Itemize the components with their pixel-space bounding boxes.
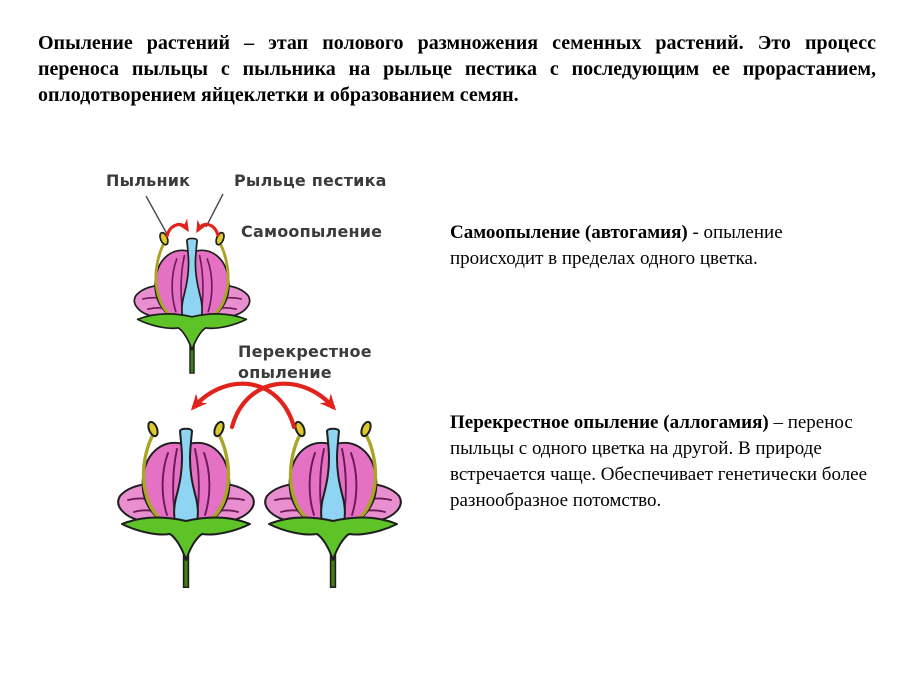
cross-pollination-arrow-to-right (229, 381, 337, 430)
label-self-pollination: Самоопыление (241, 222, 383, 241)
self-pollination-arrow-right (196, 219, 220, 237)
label-cross-pollination: Перекрестное опыление (238, 342, 372, 382)
cross-pollination-text: – перенос пыльцы с одного цветка на друг… (450, 412, 868, 511)
label-stigma: Рыльце пестика (234, 171, 387, 190)
pointer-line-stigma (205, 193, 224, 228)
flower-self-pollination (134, 231, 249, 373)
self-pollination-text: - опыление происходит в пределах одного … (450, 222, 783, 269)
label-anther: Пыльник (106, 171, 191, 190)
intro-paragraph: Опыление растений – этап полового размно… (38, 32, 876, 106)
pointer-line-anther (145, 195, 168, 235)
self-pollination-description: Самоопыление (автогамия) - опыление прои… (450, 220, 822, 272)
flower-cross-left (118, 421, 253, 588)
self-pollination-term: Самоопыление (автогамия) (450, 222, 688, 243)
cross-pollination-term: Перекрестное опыление (аллогамия) (450, 412, 769, 433)
self-pollination-arrow-left (165, 218, 189, 238)
cross-pollination-description: Перекрестное опыление (аллогамия) – пере… (450, 410, 870, 514)
cross-pollination-arrow-to-left (190, 381, 297, 430)
flower-cross-right (265, 421, 400, 588)
